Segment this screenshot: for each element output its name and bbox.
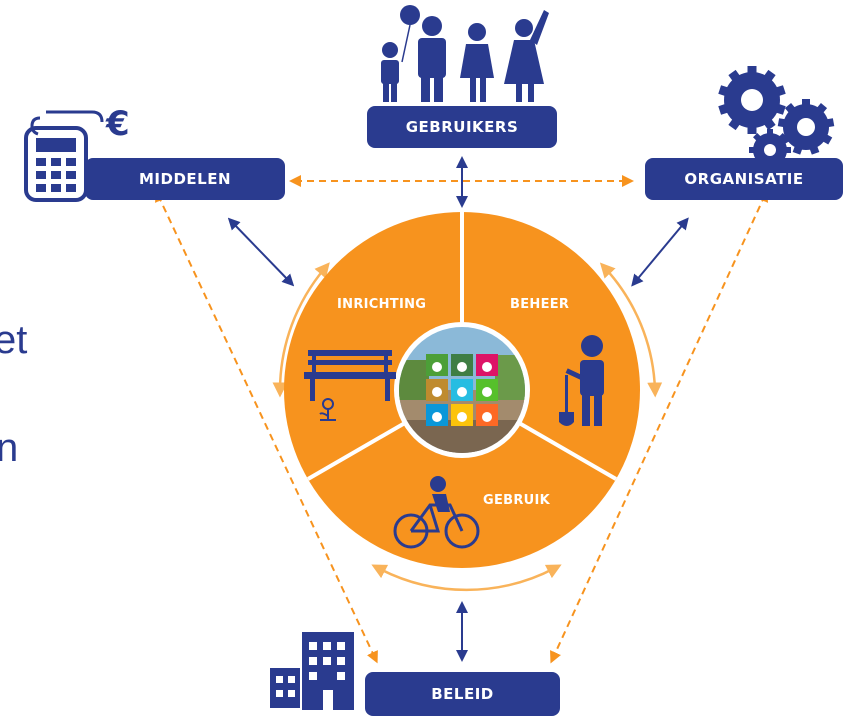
gear-tooth xyxy=(747,126,757,134)
gardener-icon xyxy=(559,335,604,426)
segment-label-inrichting: INRICHTING xyxy=(337,297,427,312)
sdg-photo xyxy=(399,327,525,453)
dashed-middelen-beleid xyxy=(155,189,378,664)
dashed-organisatie-beleid xyxy=(550,189,768,664)
gear-tooth xyxy=(747,66,757,74)
family-icon xyxy=(381,5,549,102)
side-text-fragment-1: et xyxy=(0,318,28,362)
node-beleid: BELEID xyxy=(365,672,560,716)
side-text-fragment-2: n xyxy=(0,426,19,470)
gear-tooth xyxy=(802,99,810,106)
segment-label-gebruik: GEBRUIK xyxy=(483,493,551,508)
dashed-connectors xyxy=(155,175,768,664)
calculator-icon xyxy=(24,110,104,202)
curved-arrow-left xyxy=(272,262,330,398)
flower-icon xyxy=(319,398,336,421)
recycle-icon xyxy=(482,387,492,397)
sdg-tiles-grid xyxy=(426,354,498,426)
globe-icon xyxy=(432,412,442,422)
node-middelen: MIDDELEN xyxy=(85,158,285,200)
gear-tooth xyxy=(763,69,776,82)
gear-tooth xyxy=(728,118,741,131)
arrow-organisatie-circle xyxy=(631,217,689,287)
gear-tooth xyxy=(763,118,776,131)
flower-icon xyxy=(432,362,442,372)
segment-label-beheer: BEHEER xyxy=(510,297,570,312)
handshake-icon xyxy=(482,412,492,422)
gear-tooth xyxy=(728,69,741,82)
gear-tooth xyxy=(784,102,796,114)
city-icon xyxy=(432,387,442,397)
heart-icon xyxy=(482,362,492,372)
fish-icon xyxy=(457,412,467,422)
bench-icon xyxy=(304,350,396,401)
buildings-icon xyxy=(270,632,354,710)
curved-arrow-bottom xyxy=(371,564,562,592)
cyclist-icon xyxy=(393,476,480,549)
node-organisatie: ORGANISATIE xyxy=(645,158,843,200)
warning-icon xyxy=(457,387,467,397)
gear-tooth xyxy=(816,102,828,114)
gear-tooth xyxy=(767,129,773,135)
curved-arrows xyxy=(272,262,663,592)
node-gebruikers: GEBRUIKERS xyxy=(367,106,557,148)
gear-icon xyxy=(457,362,467,372)
euro-icon: € xyxy=(106,104,130,144)
arrow-middelen-circle xyxy=(227,217,295,287)
curved-arrow-right xyxy=(599,262,663,398)
gears-icon xyxy=(718,66,835,171)
